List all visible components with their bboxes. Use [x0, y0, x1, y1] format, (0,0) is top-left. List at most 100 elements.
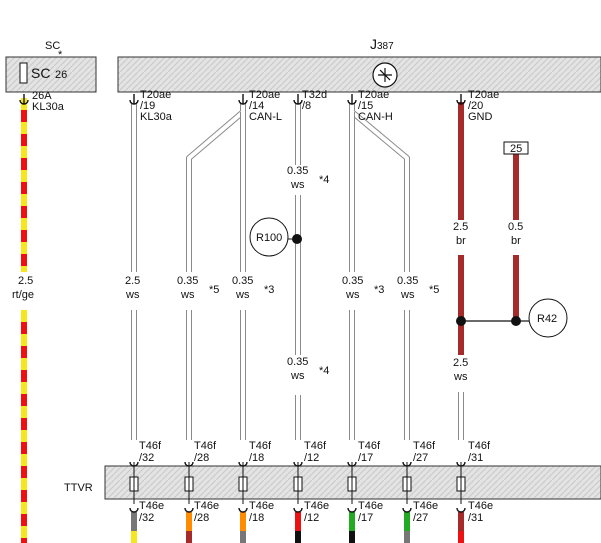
- wire-size-label: 0.35: [287, 165, 308, 177]
- pin-conn-label: T32d: [302, 89, 327, 101]
- wire-size-label: 0.35: [177, 275, 198, 287]
- wire-color-label: ws: [345, 289, 360, 301]
- sc-star: *: [58, 49, 63, 61]
- ttvr-in-pin: /12: [304, 452, 319, 464]
- pin-signal-label: GND: [468, 111, 493, 123]
- ttvr-in-pin: /27: [413, 452, 428, 464]
- pin-layer: [19, 94, 466, 513]
- r100-label: R100: [256, 232, 282, 244]
- wire-size-label: 2.5: [453, 221, 468, 233]
- wire-layer: [21, 98, 529, 543]
- pin-signal-label: KL30a: [140, 111, 173, 123]
- wire-color-label: ws: [180, 289, 195, 301]
- wire-note-label: *5: [209, 284, 219, 296]
- wire-size-label: 0.35: [397, 275, 418, 287]
- pin-icon: [293, 507, 303, 513]
- wire-note-label: *5: [429, 284, 439, 296]
- ttvr-in-pin: /32: [139, 452, 154, 464]
- ttvr-in-conn: T46f: [358, 440, 381, 452]
- ttvr-out-conn: T46e: [468, 500, 493, 512]
- pin-icon: [347, 507, 357, 513]
- wire-color-label: ws: [235, 289, 250, 301]
- pin-icon: [402, 507, 412, 513]
- wire-labels: 2.5 rt/ge 2.5 ws 0.35 ws *5 0.35 ws *3 0…: [10, 165, 523, 383]
- wire-note-label: *3: [264, 284, 274, 296]
- junction-dot: [511, 316, 521, 326]
- ttvr-out-conn: T46e: [249, 500, 274, 512]
- wire-note-label: *4: [319, 174, 329, 186]
- ttvr-out-pin: /32: [139, 512, 154, 524]
- wire-size-label: 0.35: [232, 275, 253, 287]
- pin-number-label: /19: [140, 100, 155, 112]
- ttvr-in-conn: T46f: [139, 440, 162, 452]
- wire-size-label: 0.5: [508, 221, 523, 233]
- r100-component[interactable]: R100: [249, 217, 289, 257]
- wire-color-label: ws: [290, 370, 305, 382]
- wire-size-label: 0.35: [342, 275, 363, 287]
- ttvr-in-conn: T46f: [194, 440, 217, 452]
- ttvr-in-pin: /18: [249, 452, 264, 464]
- ttvr-label: TTVR: [64, 482, 93, 494]
- wire-ws: [349, 102, 410, 272]
- connector-25-label: 25: [510, 143, 522, 155]
- ttvr-in-pin: /31: [468, 452, 483, 464]
- ttvr-out-pin: /18: [249, 512, 264, 524]
- wire-size-label: 2.5: [125, 275, 140, 287]
- pin-icon: [184, 507, 194, 513]
- control-unit-symbol-icon: [378, 68, 392, 82]
- wire-color-label: br: [456, 235, 466, 247]
- wire-note-label: *3: [374, 284, 384, 296]
- pin-number-label: /20: [468, 100, 483, 112]
- ttvr-pin-labels: T46f /32 T46f /28 T46f /18 T46f /12 T46f…: [139, 440, 493, 524]
- j387-module[interactable]: [117, 56, 601, 93]
- ttvr-out-conn: T46e: [304, 500, 329, 512]
- wire-ws: [350, 102, 409, 272]
- wire-color-label: ws: [453, 371, 468, 383]
- sc-title: SC: [45, 40, 60, 52]
- ttvr-out-pin: /28: [194, 512, 209, 524]
- pin-icon: [456, 507, 466, 513]
- ttvr-out-pin: /17: [358, 512, 373, 524]
- ttvr-out-conn: T46e: [413, 500, 438, 512]
- ttvr-in-conn: T46f: [304, 440, 327, 452]
- pin-conn-label: T20ae: [249, 89, 280, 101]
- ttvr-out-pin: /12: [304, 512, 319, 524]
- wire-color-label: br: [511, 235, 521, 247]
- pin-signal-label: CAN-H: [358, 111, 393, 123]
- wire-color-label: ws: [400, 289, 415, 301]
- pin-conn-label: T20ae: [358, 89, 389, 101]
- r42-label: R42: [537, 313, 557, 325]
- sc-signal: KL30a: [32, 101, 65, 113]
- wire-size-label: 0.35: [287, 356, 308, 368]
- wire-size-label: 2.5: [453, 357, 468, 369]
- ttvr-in-conn: T46f: [468, 440, 491, 452]
- wire-ws: [187, 102, 245, 272]
- connector-25[interactable]: 25: [503, 141, 529, 155]
- ttvr-out-conn: T46e: [358, 500, 383, 512]
- wire-ws: [186, 102, 246, 272]
- ttvr-out-pin: /27: [413, 512, 428, 524]
- sc-rating: 26A: [32, 90, 52, 102]
- sc-fuse-box[interactable]: SC 26: [5, 56, 97, 93]
- top-pin-labels: T20ae /19 KL30a T20ae /14 CAN-L T32d /8 …: [140, 89, 499, 123]
- wire-color-label: ws: [290, 179, 305, 191]
- pin-number-label: /8: [302, 100, 311, 112]
- pin-signal-label: CAN-L: [249, 111, 282, 123]
- ttvr-out-pin: /31: [468, 512, 483, 524]
- ttvr-in-conn: T46f: [413, 440, 436, 452]
- ttvr-in-conn: T46f: [249, 440, 272, 452]
- pin-conn-label: T20ae: [140, 89, 171, 101]
- r42-component[interactable]: R42: [528, 298, 568, 338]
- ttvr-out-conn: T46e: [194, 500, 219, 512]
- pin-icon: [129, 507, 139, 513]
- pin-icon: [238, 507, 248, 513]
- wire-note-label: *4: [319, 365, 329, 377]
- ttvr-in-pin: /17: [358, 452, 373, 464]
- wire-size-label: 2.5: [18, 275, 33, 287]
- sc-fuse-label: SC: [31, 65, 50, 81]
- pin-number-label: /14: [249, 100, 264, 112]
- j387-title: J387: [370, 36, 394, 52]
- ttvr-out-conn: T46e: [139, 500, 164, 512]
- sc-fuse-number: 26: [55, 69, 67, 81]
